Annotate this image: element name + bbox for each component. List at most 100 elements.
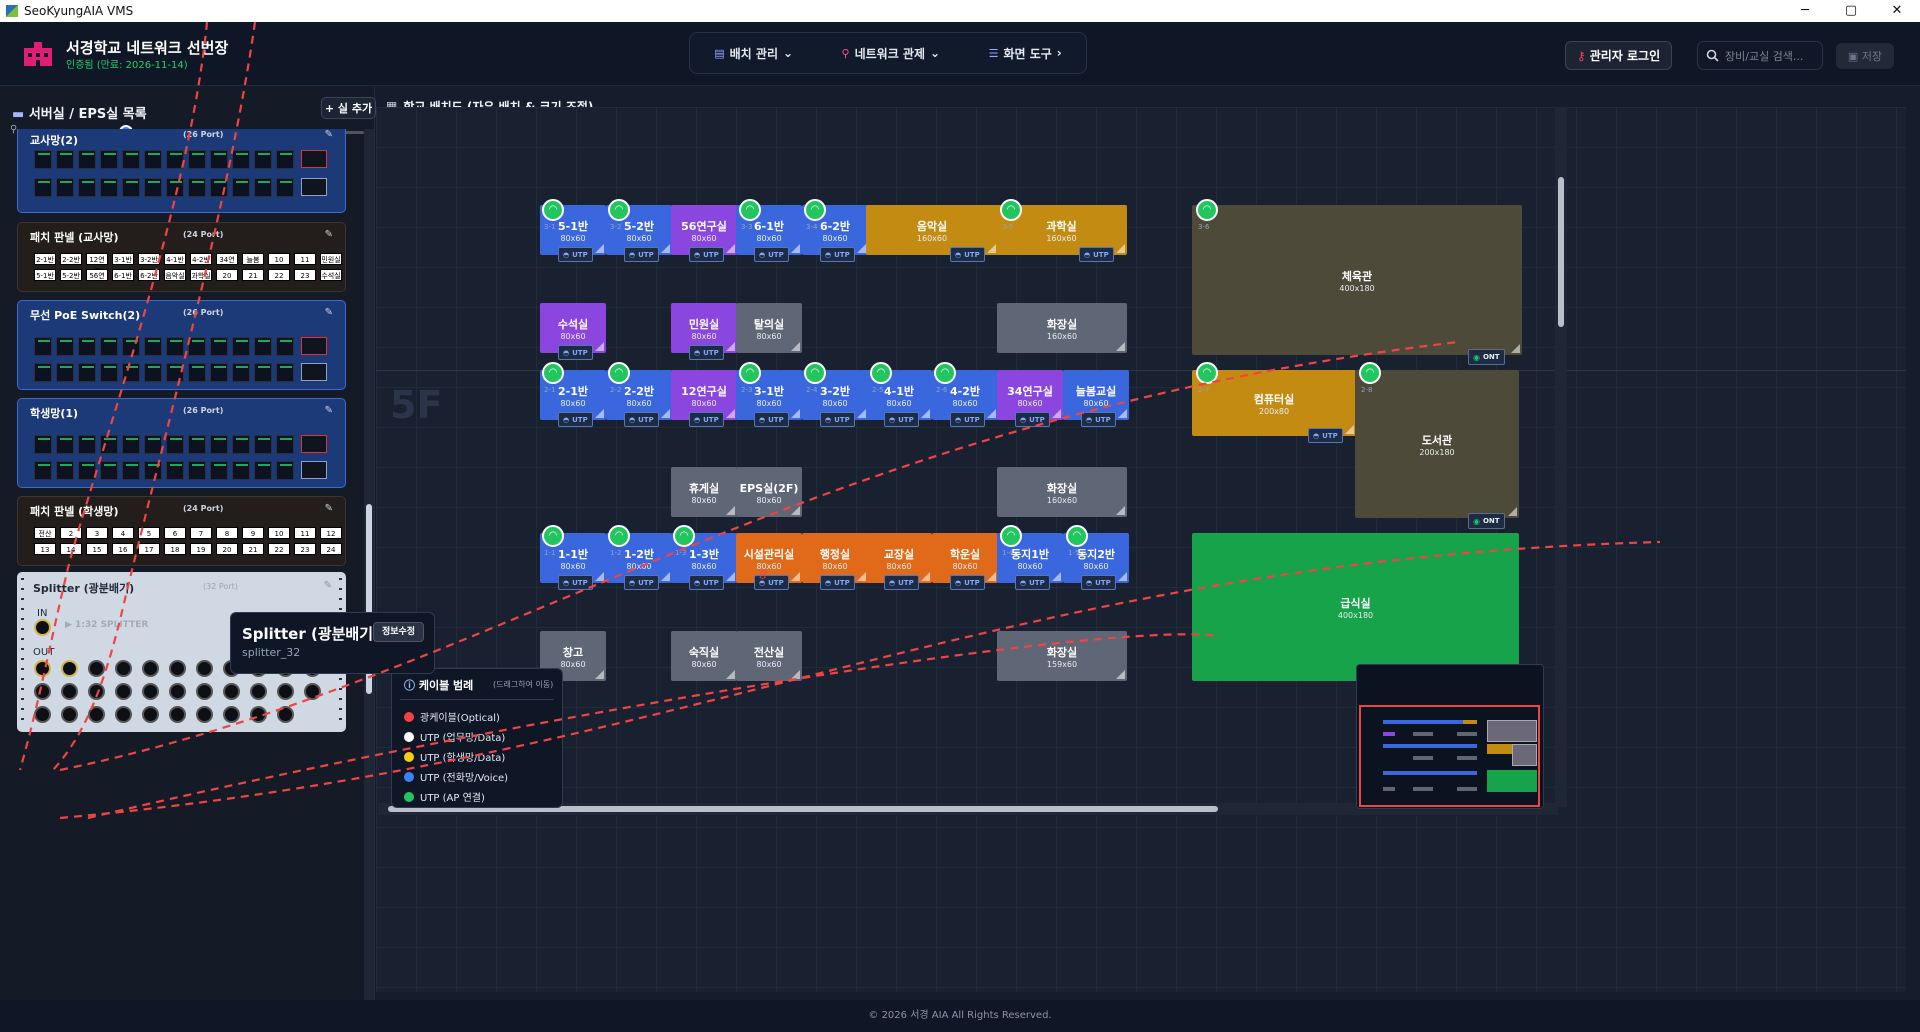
utp-port-badge[interactable]: ◓UTP [1081, 575, 1116, 590]
search-box[interactable]: 장비/교실 검색... [1697, 41, 1823, 70]
patch-port[interactable]: 6 [164, 527, 186, 539]
add-room-button[interactable]: + 실 추가 [321, 97, 376, 119]
splitter-out-port[interactable] [304, 683, 321, 700]
uplink-port[interactable] [301, 178, 327, 196]
patch-port[interactable]: 10 [268, 253, 290, 265]
utp-port-badge[interactable]: ◓UTP [689, 412, 724, 427]
wifi-ap-icon[interactable]: ◠ [1196, 362, 1218, 384]
canvas-vscroll-thumb[interactable] [1558, 177, 1564, 327]
utp-port-badge[interactable]: ◓UTP [754, 247, 789, 262]
splitter-out-port[interactable] [88, 660, 105, 677]
utp-port-badge[interactable]: ◓UTP [754, 575, 789, 590]
splitter-out-port[interactable] [223, 683, 240, 700]
patch-port[interactable]: 9 [242, 527, 264, 539]
patch-port[interactable]: 6-2반 [138, 269, 160, 281]
patch-port[interactable]: 수석실 [320, 269, 342, 281]
switch-card-student[interactable]: 학생망(1) (26 Port) ✎ [17, 398, 346, 488]
splitter-out-port[interactable] [277, 706, 294, 723]
patch-port[interactable]: 23 [294, 543, 316, 555]
patch-port[interactable]: 56연 [86, 269, 108, 281]
patch-port[interactable]: 22 [268, 269, 290, 281]
save-button[interactable]: ▣ 저장 [1836, 43, 1894, 69]
ont-badge[interactable]: ◉ONT [1468, 513, 1505, 529]
utp-port-badge[interactable]: ◓UTP [689, 247, 724, 262]
sidebar-scrollbar[interactable] [364, 129, 374, 1002]
utp-port-badge[interactable]: ◓UTP [950, 412, 985, 427]
switch-card-poe[interactable]: 무선 PoE Switch(2) (26 Port) ✎ [17, 300, 346, 390]
wifi-ap-icon[interactable]: ◠ [934, 362, 956, 384]
room[interactable]: EPS실(2F)80x60 [736, 467, 802, 517]
splitter-out-port[interactable] [169, 706, 186, 723]
splitter-out-port[interactable] [250, 706, 267, 723]
utp-port-badge[interactable]: ◓UTP [624, 412, 659, 427]
utp-port-badge[interactable]: ◓UTP [1015, 575, 1050, 590]
utp-port-badge[interactable]: ◓UTP [558, 575, 593, 590]
admin-login-button[interactable]: ⚷ 관리자 로그인 [1565, 41, 1672, 70]
patch-port[interactable]: 늘봄 [242, 253, 264, 265]
wifi-ap-icon[interactable]: ◠ [542, 525, 564, 547]
patch-port[interactable]: 17 [138, 543, 160, 555]
patch-port[interactable]: 15 [86, 543, 108, 555]
splitter-out-port[interactable] [115, 660, 132, 677]
cable-legend[interactable]: ⓘ 케이블 범례 (드래그하여 이동) 광케이블(Optical) UTP (업… [391, 668, 563, 808]
wifi-ap-icon[interactable]: ◠ [1196, 199, 1218, 221]
splitter-out-port[interactable] [34, 706, 51, 723]
splitter-out-port[interactable] [277, 683, 294, 700]
utp-port-badge[interactable]: ◓UTP [624, 575, 659, 590]
patch-port[interactable]: 과학실 [190, 269, 212, 281]
wifi-ap-icon[interactable]: ◠ [1000, 199, 1022, 221]
splitter-out-port[interactable] [61, 683, 78, 700]
patch-port[interactable]: 3-2반 [138, 253, 160, 265]
uplink-port[interactable] [301, 337, 327, 355]
patch-port[interactable]: 5-2반 [60, 269, 82, 281]
nav-screen-tools[interactable]: ☰ 화면 도구 › [989, 45, 1062, 62]
patch-port[interactable]: 3 [86, 527, 108, 539]
patch-port[interactable]: 34연 [216, 253, 238, 265]
patch-port[interactable]: 12 [320, 527, 342, 539]
minimize-button[interactable]: ─ [1801, 3, 1809, 18]
wifi-ap-icon[interactable]: ◠ [608, 525, 630, 547]
splitter-in-port[interactable] [34, 619, 51, 636]
patch-port[interactable]: 24 [320, 543, 342, 555]
wifi-ap-icon[interactable]: ◠ [804, 199, 826, 221]
splitter-out-port[interactable] [196, 706, 213, 723]
edit-icon[interactable]: ✎ [324, 405, 333, 416]
splitter-out-port[interactable] [196, 683, 213, 700]
patch-port[interactable]: 2 [60, 527, 82, 539]
splitter-out-port[interactable] [34, 660, 51, 677]
utp-port-badge[interactable]: ◓UTP [624, 247, 659, 262]
patch-port[interactable]: 8 [216, 527, 238, 539]
wifi-ap-icon[interactable]: ◠ [1359, 362, 1381, 384]
utp-port-badge[interactable]: ◓UTP [820, 247, 855, 262]
patch-port[interactable]: 20 [216, 269, 238, 281]
patch-port[interactable]: 4 [112, 527, 134, 539]
uplink-port[interactable] [301, 150, 327, 168]
utp-port-badge[interactable]: ◓UTP [689, 345, 724, 360]
patch-port[interactable]: 19 [190, 543, 212, 555]
splitter-out-port[interactable] [142, 660, 159, 677]
utp-port-badge[interactable]: ◓UTP [1079, 247, 1114, 262]
utp-port-badge[interactable]: ◓UTP [558, 345, 593, 360]
utp-port-badge[interactable]: ◓UTP [754, 412, 789, 427]
patch-port[interactable]: 음악실 [164, 269, 186, 281]
splitter-out-port[interactable] [88, 683, 105, 700]
nav-network-monitoring[interactable]: ⚲ 네트워크 관제 ⌄ [842, 45, 941, 62]
patch-port[interactable]: 4-1반 [164, 253, 186, 265]
utp-port-badge[interactable]: ◓UTP [558, 247, 593, 262]
patch-port[interactable]: 민원실 [320, 253, 342, 265]
splitter-out-port[interactable] [61, 660, 78, 677]
patch-port[interactable]: 16 [112, 543, 134, 555]
wifi-ap-icon[interactable]: ◠ [608, 362, 630, 384]
edit-icon[interactable]: ✎ [324, 503, 333, 514]
patch-port[interactable]: 3-1반 [112, 253, 134, 265]
